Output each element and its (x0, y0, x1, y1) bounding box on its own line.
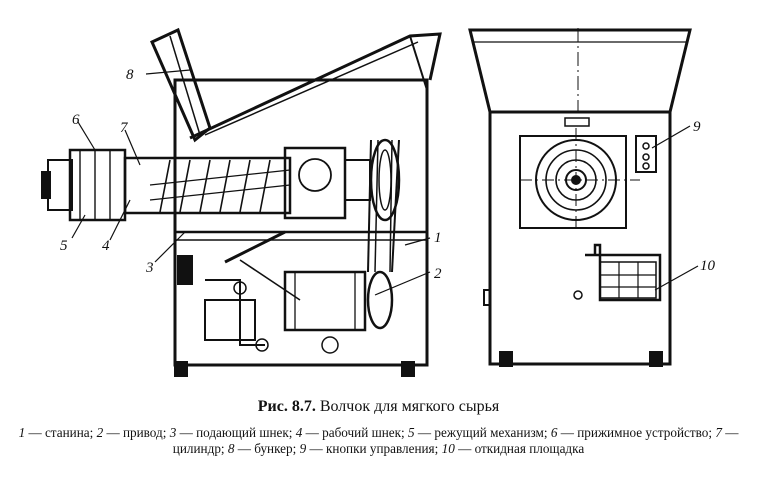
callout-6: 6 (72, 112, 80, 128)
legend-number: 8 (227, 441, 235, 456)
lower-pulley (366, 270, 394, 330)
legend-number: 7 (715, 425, 722, 440)
legend-text: — кнопки управления; (306, 441, 442, 456)
front-body (488, 110, 672, 366)
callout-3: 3 (145, 260, 154, 276)
side-view (41, 27, 442, 377)
callout-4: 4 (102, 238, 110, 254)
figure-legend: 1 — станина; 2 — привод; 3 — подающий шн… (10, 425, 747, 457)
folding-platform (585, 243, 662, 302)
callout-8: 8 (126, 67, 134, 83)
callout-10: 10 (700, 258, 716, 274)
control-button (642, 162, 650, 170)
control-button (642, 153, 650, 161)
callout-5: 5 (60, 238, 68, 254)
legend-text: — привод; (103, 425, 170, 440)
legend-text: — станина; (25, 425, 97, 440)
frame-body (173, 78, 429, 367)
figure-title: Волчок для мягкого сырья (319, 398, 500, 415)
cutting-head (68, 148, 127, 222)
legend-number: 2 (96, 425, 104, 440)
callout-9: 9 (693, 119, 701, 135)
auger (159, 159, 271, 213)
legend-text: — режущий механизм; (414, 425, 551, 440)
legend-text: — цилиндр; (172, 425, 739, 456)
control-buttons-panel (635, 135, 657, 173)
legend-number: 1 (18, 425, 26, 440)
motor (283, 270, 367, 332)
legend-text: — подающий шнек; (176, 425, 296, 440)
callout-2: 2 (434, 266, 442, 282)
legend-number: 5 (408, 425, 415, 440)
legend-number: 10 (441, 441, 455, 456)
legend-number: 4 (295, 425, 303, 440)
machine-drawing: 8 6 7 5 4 3 1 2 9 10 (41, 27, 716, 377)
legend-text: — бункер; (234, 441, 300, 456)
callout-1: 1 (434, 230, 442, 246)
front-view (468, 28, 692, 367)
callout-labels: 8 6 7 5 4 3 1 2 9 10 (60, 67, 716, 282)
legend-number: 3 (169, 425, 177, 440)
hopper (150, 27, 212, 143)
figure-number: Рис. 8.7. (257, 398, 316, 415)
callout-7: 7 (120, 120, 129, 136)
control-button (642, 142, 650, 150)
figure-caption: Рис. 8.7. Волчок для мягкого сырья (0, 398, 757, 416)
legend-text: — рабочий шнек; (302, 425, 409, 440)
leader-lines (71, 69, 699, 296)
legend-text: — прижимное устройство; (557, 425, 716, 440)
front-plate (519, 135, 627, 229)
legend-text: — откидная площадка (454, 441, 585, 456)
legend-number: 6 (550, 425, 558, 440)
legend-number: 9 (299, 441, 307, 456)
